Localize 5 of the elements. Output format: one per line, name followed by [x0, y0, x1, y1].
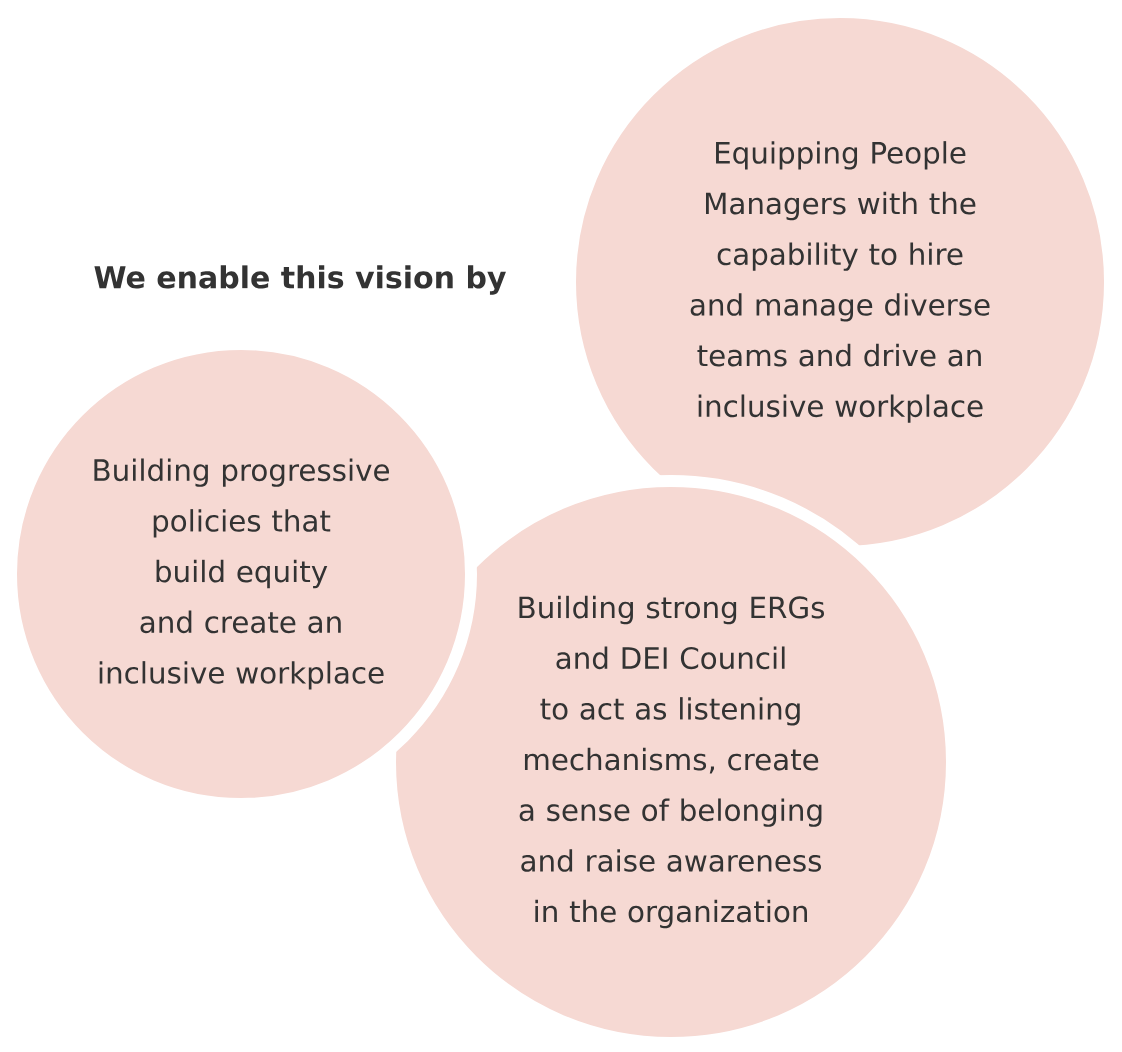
node-label: Equipping People Managers with the capability to hire and manage diverse teams and drive an inclusive workplace: [690, 141, 990, 423]
circle-node: Equipping People Managers with the capability to hire and manage diverse teams and drive an inclusive workplace: [564, 6, 1116, 558]
circle-node: Building progressive policies that build equity and create an inclusive workplace: [5, 338, 477, 810]
node-label: Building strong ERGs and DEI Council to act as listening mechanisms, create a sense of belonging and raise awareness in the organization: [519, 595, 825, 929]
heading: We enable this vision by: [94, 265, 506, 295]
